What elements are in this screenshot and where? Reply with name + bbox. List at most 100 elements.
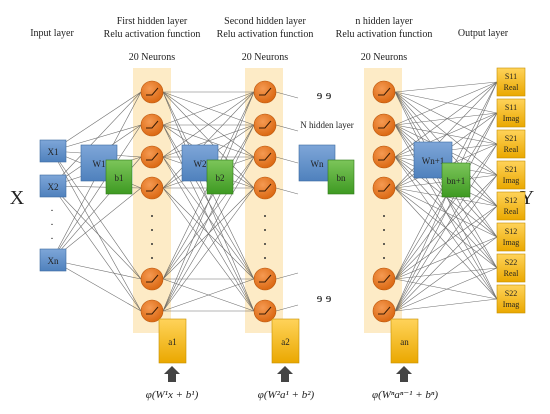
activation-box-an xyxy=(390,318,419,364)
output-node-box xyxy=(496,98,526,128)
relu-icon xyxy=(146,120,159,129)
connection-line xyxy=(275,156,299,164)
output-part-label: Imag xyxy=(503,300,519,309)
neuron-node xyxy=(253,145,277,169)
output-node-box xyxy=(496,160,526,190)
neuron-ellipsis-dot xyxy=(383,229,385,231)
output-node-box xyxy=(496,284,526,314)
output-part-label: Imag xyxy=(503,176,519,185)
arrow-up-icon xyxy=(277,366,293,382)
connection-line xyxy=(394,205,498,280)
connection-line xyxy=(394,81,498,189)
neuron-node xyxy=(372,299,396,323)
neuron-ellipsis-dot xyxy=(383,243,385,245)
output-part-label: Imag xyxy=(503,114,519,123)
output-part-label: Real xyxy=(504,269,519,278)
neuron-count-labels: 20 Neurons 20 Neurons 20 Neurons xyxy=(129,52,407,63)
connection-line xyxy=(394,298,498,312)
activation-label-a2: a2 xyxy=(281,337,290,347)
bias-box-bn xyxy=(327,159,355,195)
formula-layer1: φ(W¹x + b¹) xyxy=(146,389,199,401)
bias-label-b1: b1 xyxy=(115,173,124,183)
connection-line xyxy=(275,304,299,312)
input-ellipsis: . xyxy=(51,230,54,242)
activation-boxes: a1 a2 an xyxy=(158,318,419,364)
neuron-node xyxy=(253,80,277,104)
neuron-node xyxy=(372,113,396,137)
connection-line xyxy=(162,91,255,189)
neuron-node xyxy=(140,267,164,291)
connection-line xyxy=(51,91,142,187)
activation-label-a1: a1 xyxy=(168,337,177,347)
formula-layer2: φ(W²a¹ + b²) xyxy=(258,389,315,401)
arrow-up-icon xyxy=(396,366,412,382)
output-param-label: S21 xyxy=(505,134,517,143)
label-x: X xyxy=(10,187,25,209)
relu-icon xyxy=(146,87,159,96)
header-hn-activation: Relu activation function xyxy=(336,29,433,40)
neuron-node xyxy=(372,176,396,200)
connection-line xyxy=(394,143,498,312)
connection-line xyxy=(394,187,498,300)
output-param-label: S12 xyxy=(505,227,517,236)
count-h1: 20 Neurons xyxy=(129,52,175,63)
connection-line xyxy=(394,278,498,300)
input-node-box xyxy=(39,248,67,272)
header-hn-title: n hidden layer xyxy=(355,16,413,27)
connection-line xyxy=(162,156,255,312)
connection-line xyxy=(394,91,498,145)
connection-line xyxy=(51,185,142,280)
bias-box-bn1 xyxy=(441,162,471,198)
neuron-node xyxy=(372,145,396,169)
up-arrows xyxy=(164,366,412,382)
relu-icon xyxy=(146,152,159,161)
connection-line xyxy=(394,124,498,145)
connection-line xyxy=(275,187,299,195)
output-node-box xyxy=(496,129,526,159)
connection-line xyxy=(275,124,299,132)
neuron-ellipsis-dot xyxy=(264,229,266,231)
neuron-node xyxy=(372,80,396,104)
connection-line xyxy=(394,91,498,176)
connection-line xyxy=(394,267,498,280)
output-param-label: S11 xyxy=(505,72,517,81)
weight-label-wn: Wn xyxy=(311,159,324,169)
neuron-node xyxy=(372,267,396,291)
relu-icon xyxy=(378,183,391,192)
band-h2 xyxy=(245,68,283,333)
connection-line xyxy=(51,185,142,312)
neuron-node xyxy=(253,299,277,323)
connection-line xyxy=(51,150,142,280)
bias-box-b1 xyxy=(105,159,133,195)
header-h1-title: First hidden layer xyxy=(117,16,188,27)
output-param-label: S21 xyxy=(505,165,517,174)
bias-label-bn1: bn+1 xyxy=(447,176,466,186)
bias-boxes: b1 b2 bn bn+1 xyxy=(105,159,471,198)
header-h2-activation: Relu activation function xyxy=(217,29,314,40)
header-input: Input layer xyxy=(30,28,74,39)
connection-line xyxy=(51,124,142,261)
neuron-ellipsis-dot xyxy=(151,257,153,259)
connection-line xyxy=(394,81,498,158)
connection-line xyxy=(51,187,142,261)
relu-icon xyxy=(259,183,272,192)
header-output: Output layer xyxy=(458,28,509,39)
neuron-node xyxy=(140,80,164,104)
connection-line xyxy=(394,205,498,312)
input-node-label: X1 xyxy=(48,147,59,157)
hidden-neurons xyxy=(140,80,396,323)
header-h2-title: Second hidden layer xyxy=(224,16,306,27)
activation-label-an: an xyxy=(400,337,409,347)
neuron-ellipsis-dot xyxy=(264,215,266,217)
connection-line xyxy=(162,187,255,312)
input-node-label: Xn xyxy=(48,256,59,266)
connection-line xyxy=(51,150,142,312)
connection-line xyxy=(394,91,498,114)
relu-icon xyxy=(378,274,391,283)
relu-icon xyxy=(146,306,159,315)
neuron-node xyxy=(253,267,277,291)
input-node-box xyxy=(39,139,67,163)
